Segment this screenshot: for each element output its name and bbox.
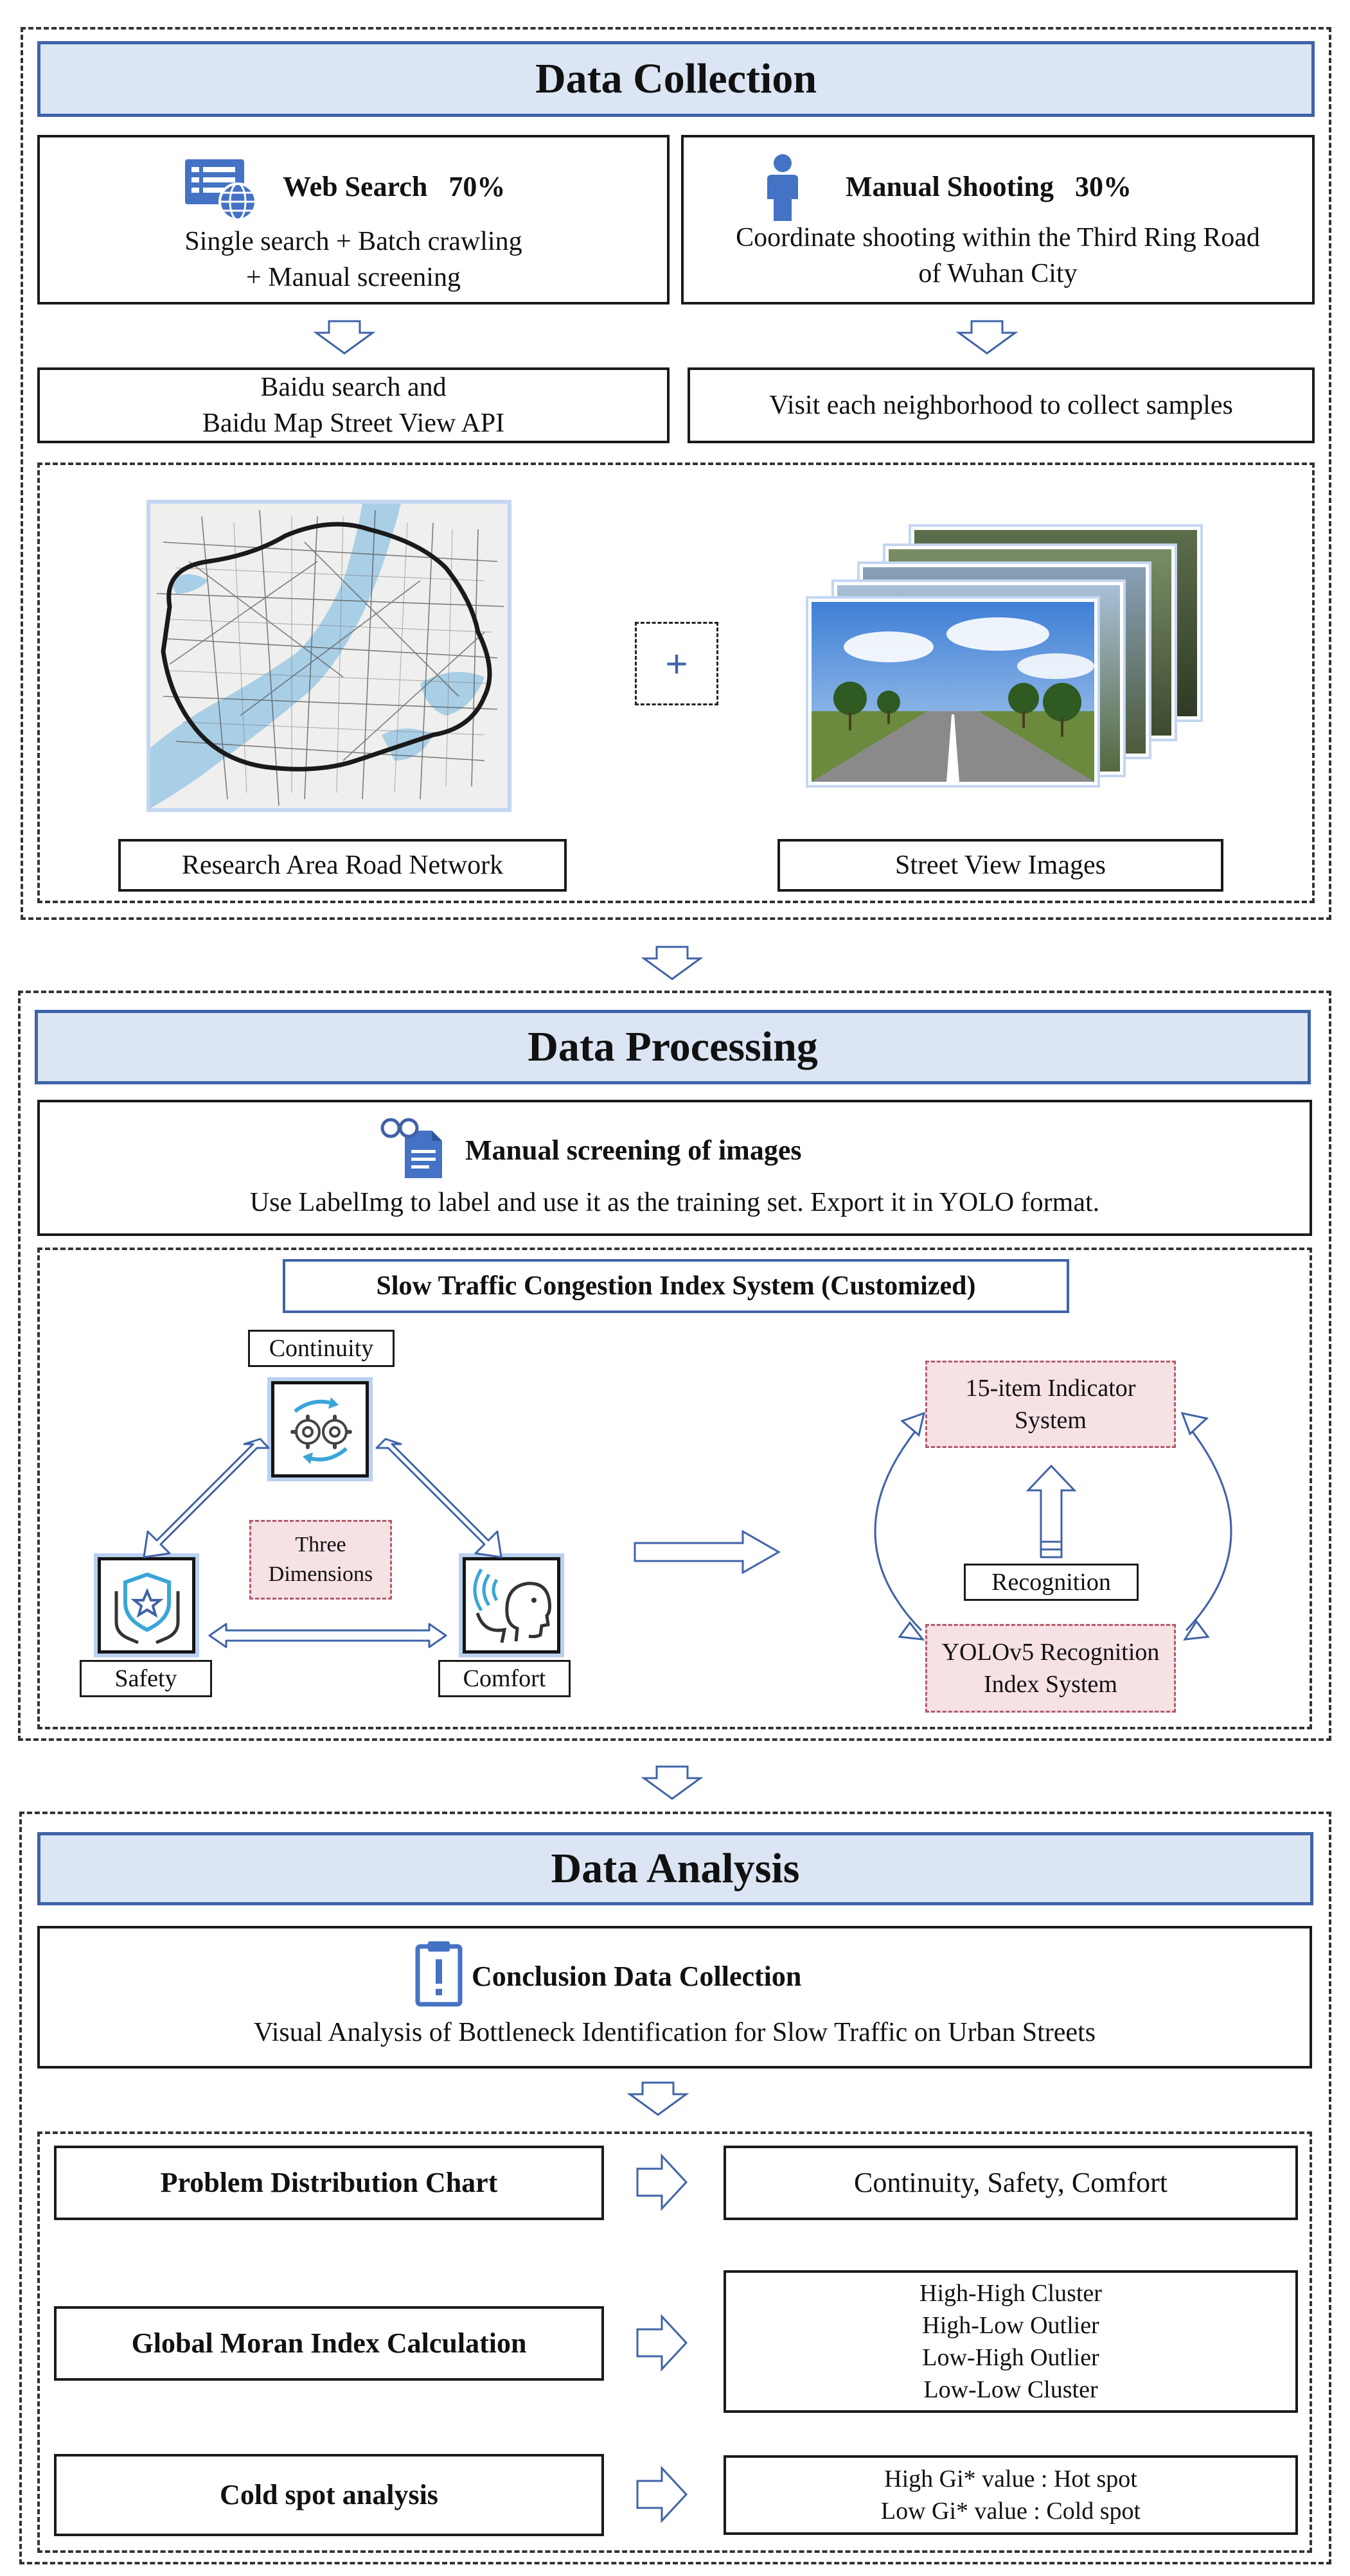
collection-section <box>21 27 1331 920</box>
processing-title: Data Processing <box>528 1023 818 1070</box>
web-search-line1: Single search + Batch crawling <box>184 227 522 256</box>
index-system-title: Slow Traffic Congestion Index System (Cu… <box>376 1271 976 1301</box>
recognition-label: Recognition <box>991 1569 1111 1596</box>
manual-shooting-title: Manual Shooting <box>846 171 1054 202</box>
moran-result-3: Low-High Outlier <box>922 2344 1099 2371</box>
web-search-icon <box>185 159 257 221</box>
screening-box: Manual screening of images Use LabelImg … <box>37 1100 1312 1236</box>
clipboard-alert-icon <box>415 1941 463 2007</box>
screening-desc: Use LabelImg to label and use it as the … <box>249 1188 1100 1217</box>
indicator-system-box: 15-item Indicator System <box>925 1361 1176 1448</box>
web-search-pct: 70% <box>449 171 506 202</box>
problem-result-text: Continuity, Safety, Comfort <box>853 2167 1168 2198</box>
analysis-section <box>19 1812 1331 2564</box>
problem-result-box: Continuity, Safety, Comfort <box>724 2146 1298 2220</box>
cold-spot-box: Cold spot analysis <box>54 2454 604 2536</box>
street-view-label-text: Street View Images <box>895 851 1106 880</box>
safety-label: Safety <box>114 1665 177 1692</box>
down-arrow-web <box>313 320 376 355</box>
moran-result-1: High-High Cluster <box>919 2280 1102 2307</box>
yolo-system-line2: Index System <box>984 1671 1117 1698</box>
safety-label-box: Safety <box>80 1660 212 1697</box>
conclusion-desc: Visual Analysis of Bottleneck Identifica… <box>253 2018 1096 2047</box>
three-dimensions-line2: Dimensions <box>268 1562 373 1586</box>
speaking-head-icon <box>473 1568 551 1643</box>
moran-box: Global Moran Index Calculation <box>54 2306 604 2381</box>
indicator-system-line2: System <box>1015 1407 1087 1434</box>
yolo-system-line1: YOLOv5 Recognition <box>941 1639 1160 1666</box>
road-network-label-text: Research Area Road Network <box>181 851 504 880</box>
right-arrow-cold <box>636 2466 688 2523</box>
moran-results-box: High-High Cluster High-Low Outlier Low-H… <box>724 2270 1298 2413</box>
index-system-title-box: Slow Traffic Congestion Index System (Cu… <box>283 1259 1069 1313</box>
road-network-map <box>147 500 511 812</box>
up-arrow-recognition <box>1026 1464 1077 1558</box>
baidu-box: Baidu search and Baidu Map Street View A… <box>37 367 670 443</box>
cold-spot-results-box: High Gi* value : Hot spot Low Gi* value … <box>724 2455 1298 2535</box>
visit-text: Visit each neighborhood to collect sampl… <box>769 391 1233 420</box>
down-arrow-3 <box>626 2081 689 2116</box>
processing-header: Data Processing <box>35 1010 1311 1084</box>
cold-result-1: High Gi* value : Hot spot <box>884 2466 1137 2492</box>
right-arrow-big <box>634 1530 781 1575</box>
comfort-label-box: Comfort <box>438 1660 571 1697</box>
visit-box: Visit each neighborhood to collect sampl… <box>688 367 1315 443</box>
down-arrow-manual <box>955 320 1018 355</box>
web-search-line2: + Manual screening <box>246 263 461 292</box>
recognition-box: Recognition <box>964 1564 1139 1601</box>
web-search-title: Web Search <box>283 171 428 202</box>
conclusion-title: Conclusion Data Collection <box>472 1961 802 1992</box>
manual-shooting-line2: of Wuhan City <box>918 259 1078 288</box>
images-area <box>37 463 1315 903</box>
continuity-tile <box>271 1381 369 1478</box>
collection-header: Data Collection <box>37 41 1315 117</box>
right-arrow-problem <box>636 2153 688 2211</box>
moran-result-4: Low-Low Cluster <box>923 2376 1098 2403</box>
processing-section <box>18 991 1331 1741</box>
street-view-label: Street View Images <box>777 839 1223 892</box>
baidu-line1: Baidu search and <box>260 373 447 402</box>
person-icon <box>767 154 798 221</box>
manual-shooting-box: Manual Shooting 30% Coordinate shooting … <box>681 135 1315 304</box>
web-search-box: Web Search 70% Single search + Batch cra… <box>37 135 670 304</box>
manual-shooting-line1: Coordinate shooting within the Third Rin… <box>736 223 1260 252</box>
problem-distribution-box: Problem Distribution Chart <box>54 2146 604 2220</box>
down-arrow-2 <box>641 1765 704 1800</box>
analysis-title: Data Analysis <box>551 1845 800 1892</box>
moran-label: Global Moran Index Calculation <box>131 2327 527 2359</box>
plus-box: + <box>635 622 718 705</box>
three-dimensions-line1: Three <box>295 1533 346 1557</box>
cold-spot-label: Cold spot analysis <box>220 2479 438 2510</box>
baidu-line2: Baidu Map Street View API <box>202 409 505 438</box>
analysis-header: Data Analysis <box>37 1832 1313 1905</box>
results-area <box>37 2131 1312 2553</box>
problem-distribution-label: Problem Distribution Chart <box>160 2167 498 2198</box>
indicator-system-line1: 15-item Indicator <box>965 1375 1136 1402</box>
document-review-icon <box>380 1118 442 1178</box>
down-arrow-1 <box>641 946 704 980</box>
plus-icon: + <box>665 642 688 685</box>
street-view-front <box>808 599 1097 785</box>
comfort-tile <box>463 1557 560 1654</box>
yolo-system-box: YOLOv5 Recognition Index System <box>925 1624 1176 1713</box>
gears-icon <box>290 1397 352 1464</box>
comfort-label: Comfort <box>463 1665 546 1692</box>
street-view-stack <box>808 527 1207 785</box>
continuity-label-box: Continuity <box>248 1330 395 1367</box>
continuity-label: Continuity <box>269 1335 374 1362</box>
moran-result-2: High-Low Outlier <box>922 2312 1099 2339</box>
manual-shooting-pct: 30% <box>1074 171 1132 202</box>
conclusion-box: Conclusion Data Collection Visual Analys… <box>37 1926 1312 2069</box>
three-dimensions-box: Three Dimensions <box>249 1520 392 1600</box>
road-network-label: Research Area Road Network <box>118 839 567 892</box>
screening-title: Manual screening of images <box>465 1134 802 1166</box>
right-arrow-moran <box>636 2314 688 2372</box>
safety-tile <box>98 1557 195 1654</box>
index-system-area <box>37 1248 1312 1729</box>
cold-result-2: Low Gi* value : Cold spot <box>880 2498 1141 2525</box>
shield-hands-icon <box>114 1572 180 1645</box>
collection-title: Data Collection <box>535 55 817 102</box>
